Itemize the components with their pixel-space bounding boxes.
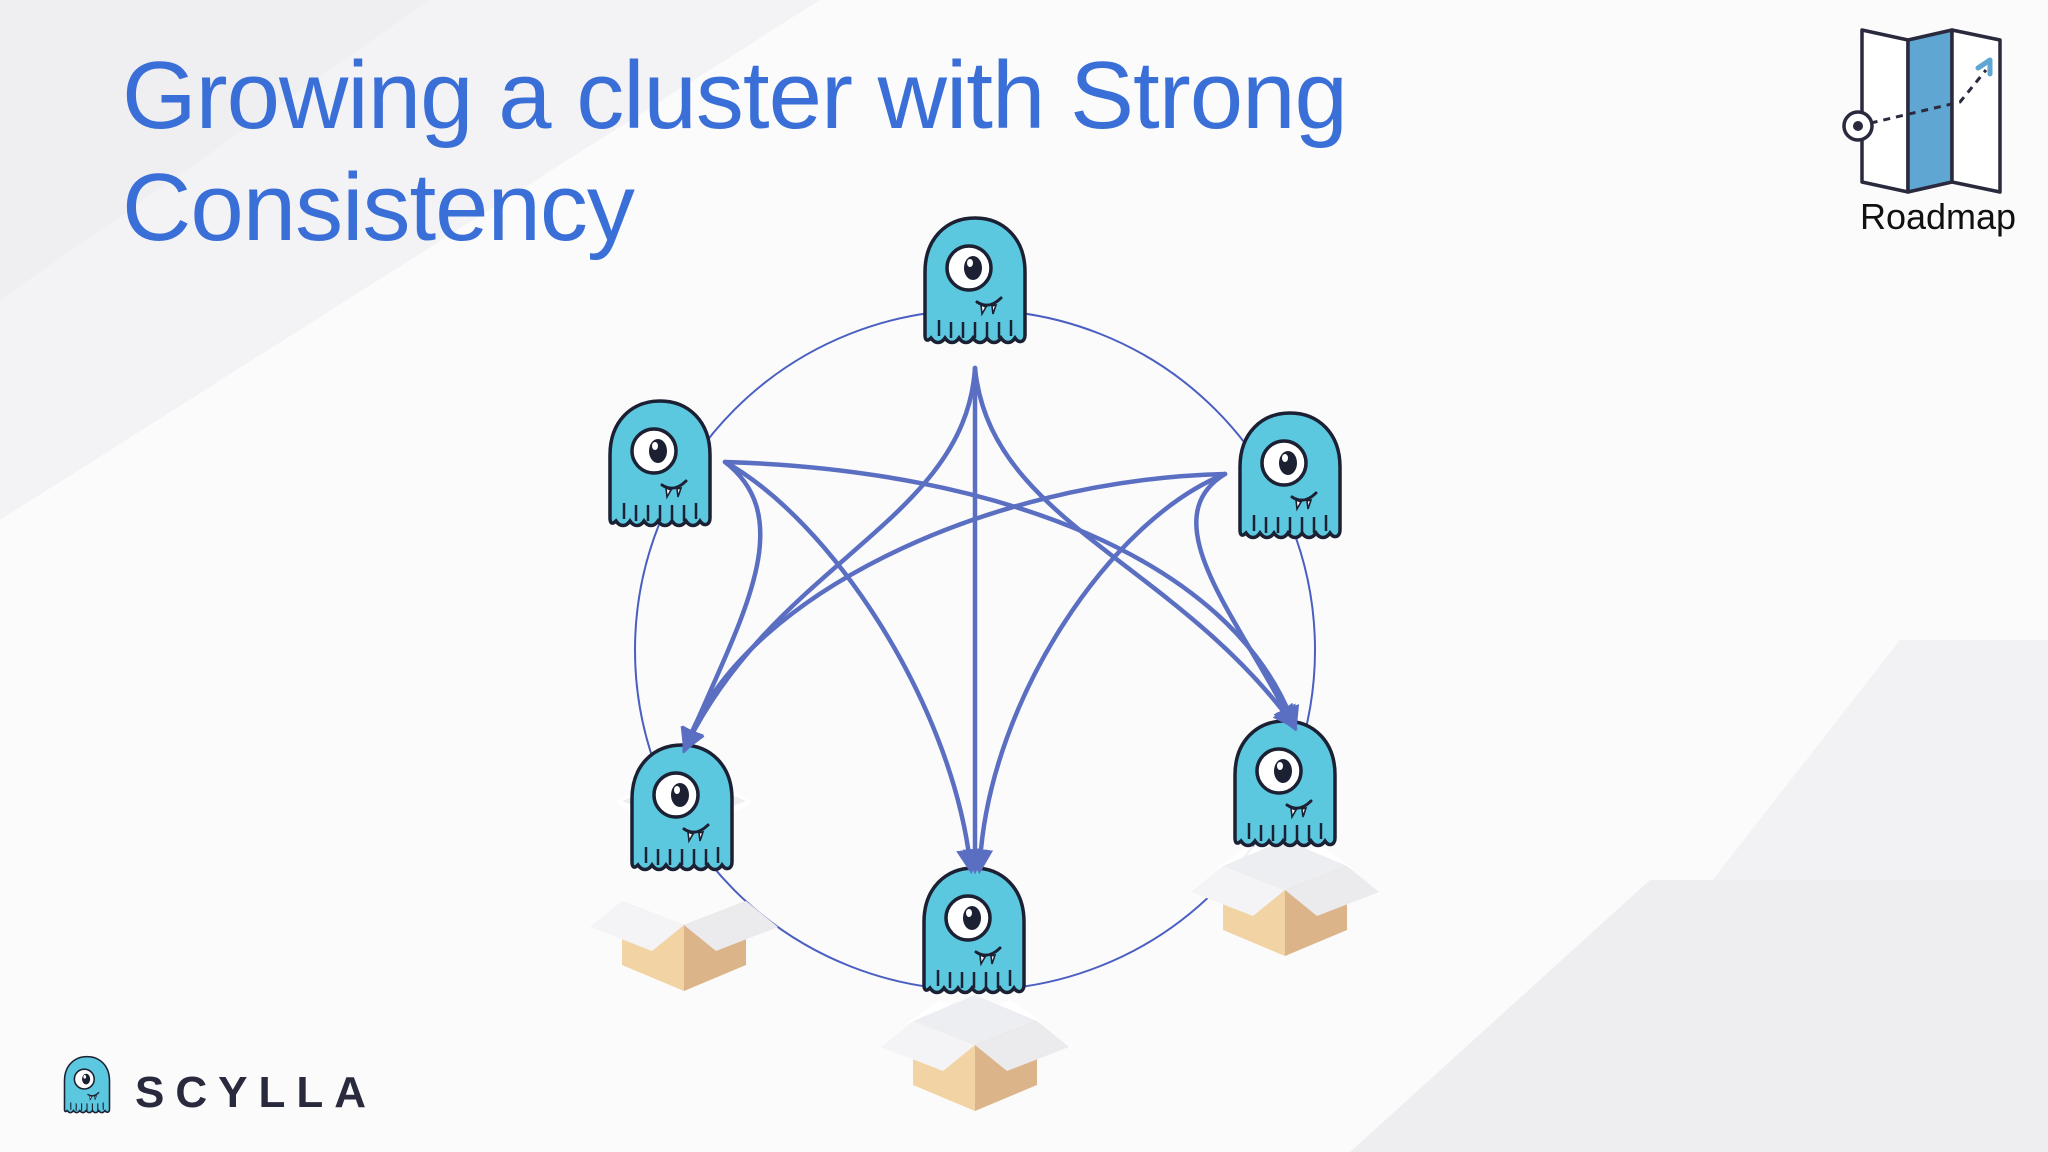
title-line-2: Consistency bbox=[122, 154, 635, 261]
edge-upper-right-to-lower-left bbox=[680, 471, 1228, 754]
node-bottom bbox=[922, 866, 1026, 995]
slide-title: Growing a cluster with Strong Consistenc… bbox=[122, 40, 1522, 264]
roadmap-map-icon bbox=[1842, 28, 2002, 194]
scylla-logo-icon bbox=[63, 1055, 111, 1114]
edge-upper-left-to-lower-left bbox=[681, 459, 763, 754]
scylla-logo-text: SCYLLA bbox=[135, 1068, 377, 1117]
edge-upper-right-to-bottom bbox=[968, 471, 1228, 875]
box-front-lower-left bbox=[590, 901, 778, 991]
roadmap-label: Roadmap bbox=[1859, 196, 2017, 237]
node-lower-right bbox=[1233, 719, 1337, 848]
edge-upper-left-to-bottom bbox=[722, 459, 981, 875]
node-upper-right bbox=[1238, 411, 1342, 540]
node-lower-left bbox=[630, 743, 734, 872]
node-upper-left bbox=[608, 399, 712, 528]
node-top bbox=[923, 216, 1027, 345]
title-line-1: Growing a cluster with Strong bbox=[122, 42, 1348, 149]
edge-top-to-lower-right bbox=[972, 365, 1298, 730]
edge-upper-right-to-lower-right bbox=[1194, 471, 1296, 732]
